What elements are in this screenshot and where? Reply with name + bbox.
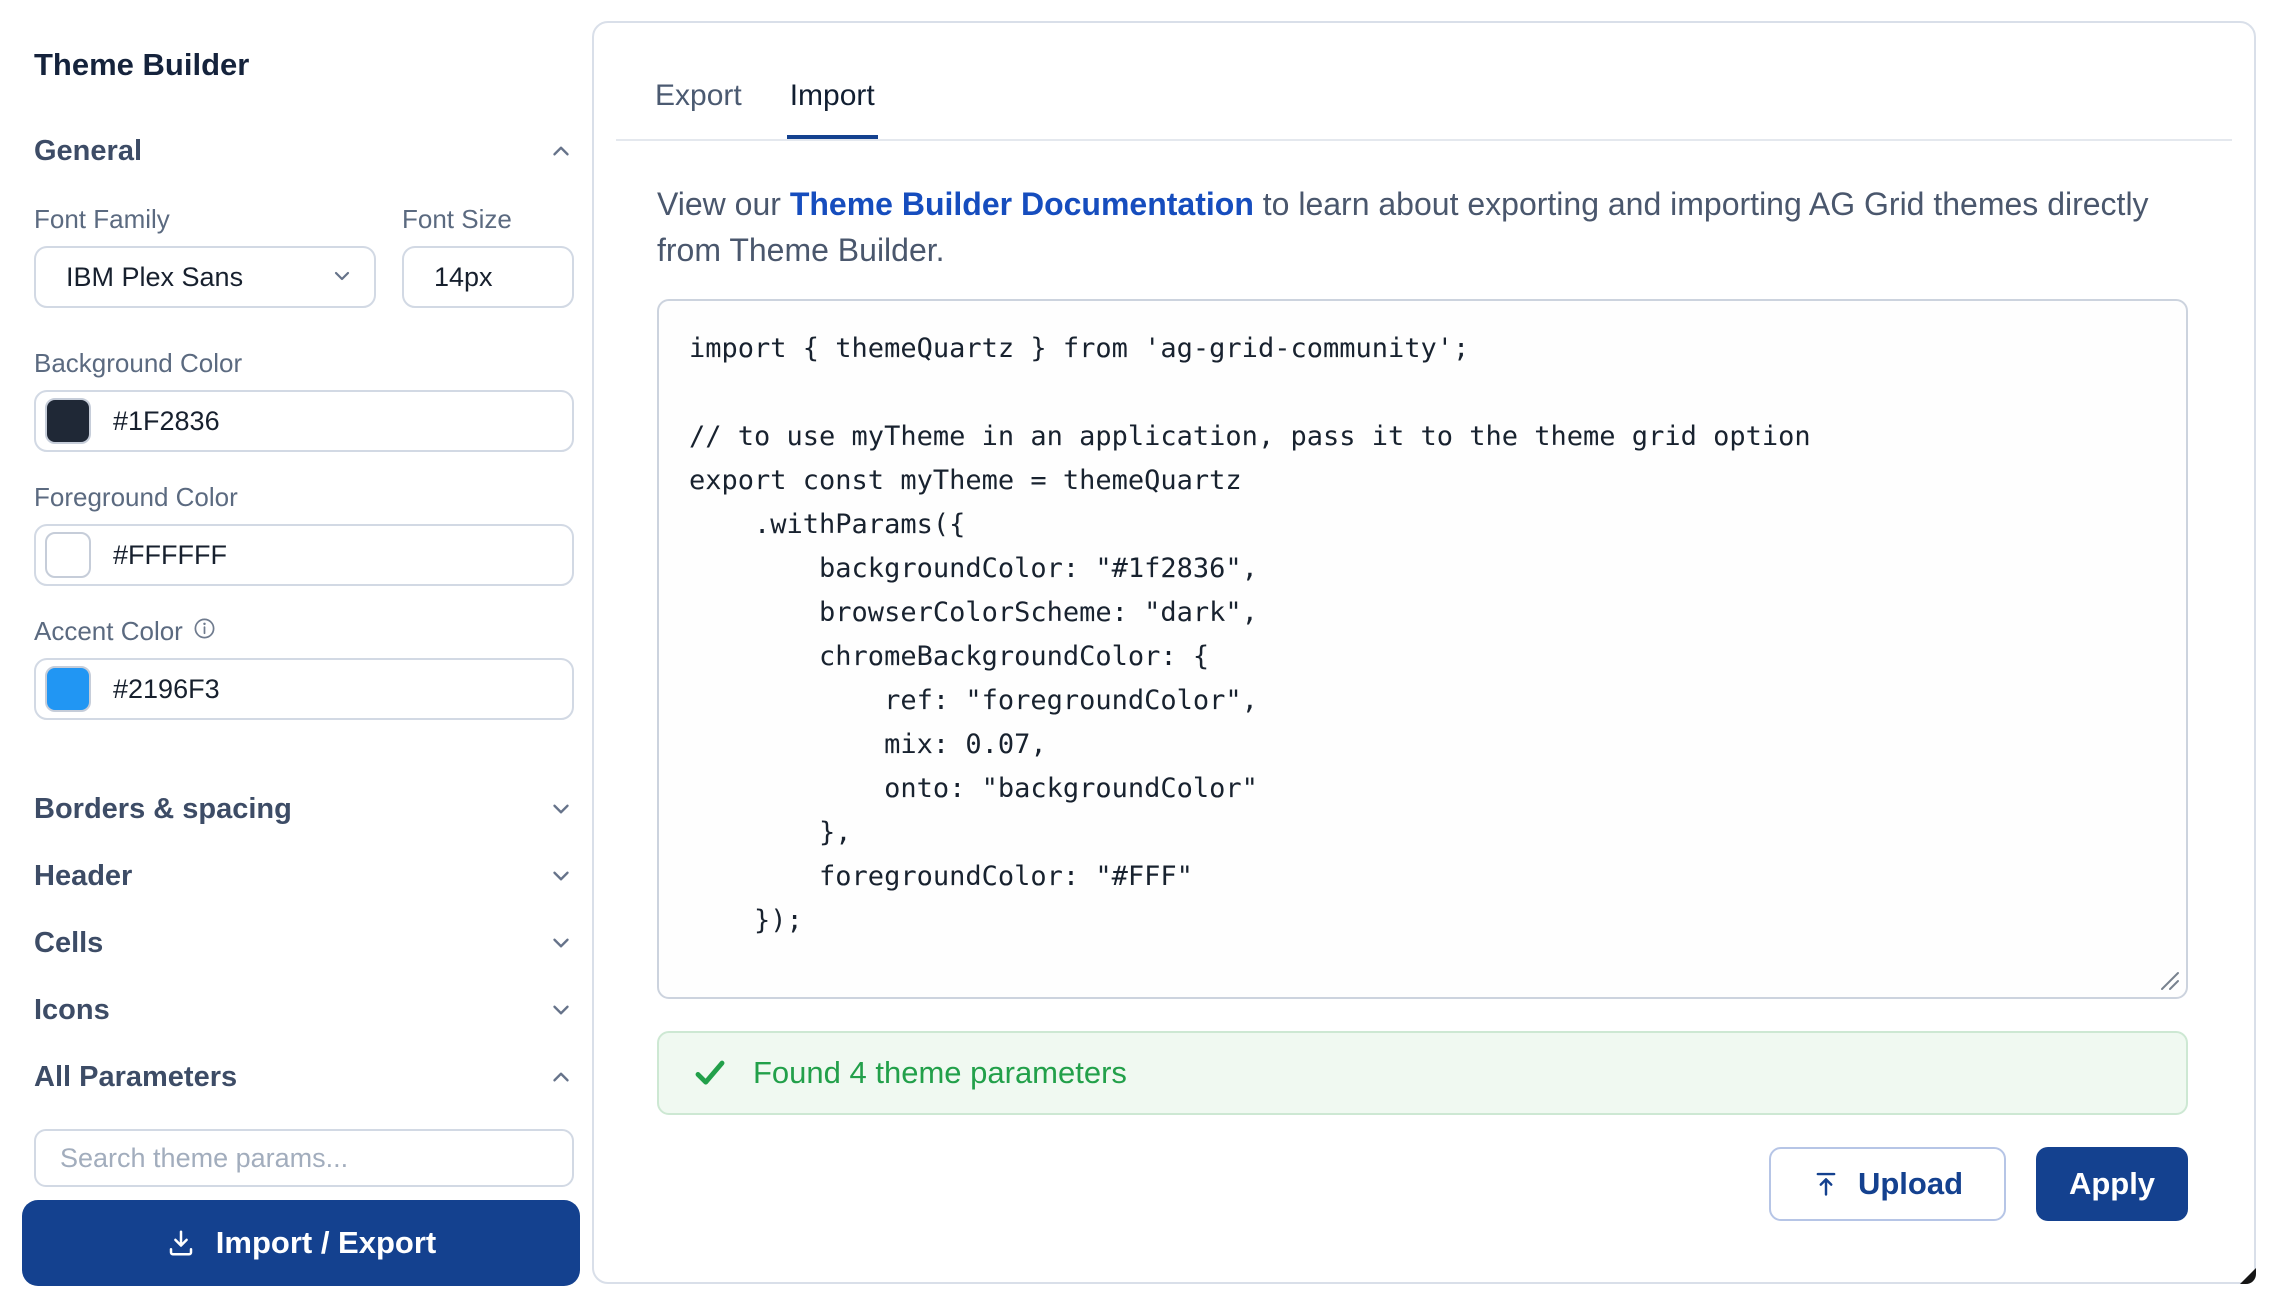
tab-bar: Export Import bbox=[652, 77, 878, 141]
section-header-header[interactable]: Header bbox=[34, 859, 574, 892]
import-export-panel: Export Import View our Theme Builder Doc… bbox=[592, 21, 2256, 1284]
app-title: Theme Builder bbox=[34, 47, 250, 82]
sidebar: Theme Builder General Font Family Font S… bbox=[0, 0, 592, 1308]
upload-button[interactable]: Upload bbox=[1769, 1147, 2006, 1221]
section-label: Cells bbox=[34, 926, 104, 959]
font-fields-row: Font Family Font Size IBM Plex Sans 14px bbox=[34, 204, 574, 308]
chevron-down-icon bbox=[548, 796, 574, 822]
upload-icon bbox=[1812, 1170, 1840, 1198]
section-label: Header bbox=[34, 859, 133, 892]
font-family-value: IBM Plex Sans bbox=[66, 261, 244, 292]
description-suffix: to learn about exporting and importing A… bbox=[657, 186, 2149, 268]
section-header-icons[interactable]: Icons bbox=[34, 993, 574, 1026]
section-label: All Parameters bbox=[34, 1060, 238, 1093]
chevron-up-icon bbox=[548, 1064, 574, 1090]
apply-button-label: Apply bbox=[2068, 1166, 2156, 1201]
download-icon bbox=[166, 1228, 196, 1258]
section-label: Icons bbox=[34, 993, 110, 1026]
description-text: View our Theme Builder Documentation to … bbox=[657, 181, 2190, 273]
accent-color-swatch[interactable] bbox=[45, 666, 91, 712]
code-content: import { themeQuartz } from 'ag-grid-com… bbox=[689, 333, 1811, 936]
background-color-input[interactable]: #1F2836 bbox=[34, 390, 574, 452]
foreground-color-value: #FFFFFF bbox=[113, 539, 227, 570]
info-icon[interactable] bbox=[193, 616, 216, 646]
background-color-value: #1F2836 bbox=[113, 405, 220, 436]
accent-color-label-text: Accent Color bbox=[34, 616, 183, 646]
tab-import[interactable]: Import bbox=[786, 77, 878, 141]
font-size-input[interactable]: 14px bbox=[402, 246, 574, 308]
chevron-down-icon bbox=[330, 264, 356, 290]
font-size-label: Font Size bbox=[402, 204, 512, 234]
search-theme-params-input[interactable] bbox=[34, 1129, 574, 1187]
tab-export[interactable]: Export bbox=[652, 77, 745, 141]
chevron-down-icon bbox=[548, 997, 574, 1023]
import-export-button[interactable]: Import / Export bbox=[22, 1200, 580, 1286]
description-prefix: View our bbox=[657, 186, 790, 222]
apply-button[interactable]: Apply bbox=[2036, 1147, 2188, 1221]
chevron-down-icon bbox=[548, 930, 574, 956]
section-header-all-parameters[interactable]: All Parameters bbox=[34, 1060, 574, 1093]
section-header-general[interactable]: General bbox=[34, 134, 574, 167]
section-header-borders-spacing[interactable]: Borders & spacing bbox=[34, 792, 574, 825]
section-label: General bbox=[34, 134, 142, 167]
accent-color-label: Accent Color bbox=[34, 616, 574, 646]
section-header-cells[interactable]: Cells bbox=[34, 926, 574, 959]
tab-divider bbox=[616, 139, 2232, 141]
chevron-up-icon bbox=[548, 138, 574, 164]
font-family-label: Font Family bbox=[34, 204, 170, 234]
section-label: Borders & spacing bbox=[34, 792, 292, 825]
upload-button-label: Upload bbox=[1857, 1166, 1964, 1201]
foreground-color-input[interactable]: #FFFFFF bbox=[34, 524, 574, 586]
font-size-value: 14px bbox=[434, 261, 493, 292]
font-family-select[interactable]: IBM Plex Sans bbox=[34, 246, 376, 308]
action-buttons: Upload Apply bbox=[1769, 1147, 2188, 1221]
theme-builder-documentation-link[interactable]: Theme Builder Documentation bbox=[789, 186, 1254, 222]
section-list: Borders & spacing Header Cells Icons bbox=[34, 792, 574, 1093]
foreground-color-swatch[interactable] bbox=[45, 532, 91, 578]
checkmark-icon bbox=[693, 1056, 727, 1090]
status-message: Found 4 theme parameters bbox=[753, 1055, 1127, 1090]
background-color-label: Background Color bbox=[34, 348, 243, 378]
status-banner: Found 4 theme parameters bbox=[657, 1031, 2188, 1115]
window-resize-corner[interactable] bbox=[2240, 1268, 2256, 1284]
foreground-color-label: Foreground Color bbox=[34, 482, 238, 512]
accent-color-input[interactable]: #2196F3 bbox=[34, 658, 574, 720]
chevron-down-icon bbox=[548, 863, 574, 889]
accent-color-value: #2196F3 bbox=[113, 673, 220, 704]
background-color-swatch[interactable] bbox=[45, 398, 91, 444]
resize-grip-icon[interactable] bbox=[2158, 969, 2180, 991]
import-code-textarea[interactable]: import { themeQuartz } from 'ag-grid-com… bbox=[657, 299, 2188, 999]
import-export-button-label: Import / Export bbox=[215, 1225, 437, 1260]
